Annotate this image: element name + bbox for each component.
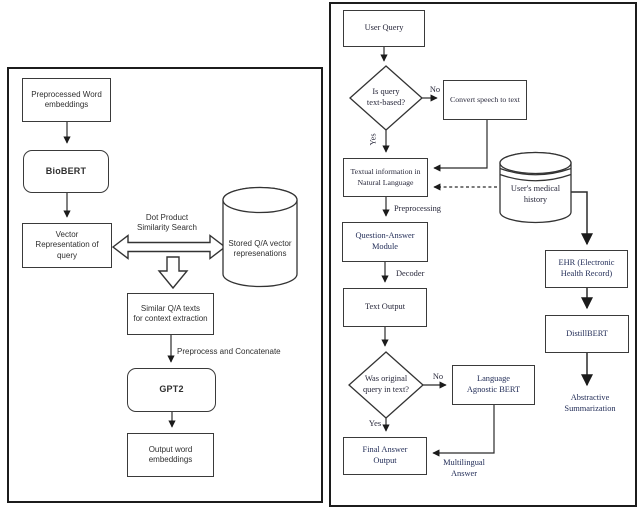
node-text-output: Text Output [343,288,427,327]
node-textual-information: Textual information in Natural Language [343,158,428,197]
label-was-original-query: Was original query in text? [362,374,410,394]
label-no-top: No [429,85,441,94]
label-multilingual-answer: Multilingual Answer [443,458,485,478]
label-dot-product-similarity-search: Dot Product Similarity Search [136,213,197,233]
node-similar-qa-texts: Similar Q/A texts for context extraction [127,293,214,335]
node-output-word-embeddings: Output word embeddings [127,433,214,477]
node-language-agnostic-bert: Language Agnostic BERT [452,365,535,405]
label-preprocessing: Preprocessing [394,204,441,213]
label-yes-bottom: Yes [368,419,382,428]
label-preprocess-and-concatenate: Preprocess and Concatenate [177,347,281,356]
node-final-answer-output: Final Answer Output [343,437,427,475]
node-ehr: EHR (Electronic Health Record) [545,250,628,288]
node-biobert: BioBERT [23,150,109,193]
label-abstractive-summarization: Abstractive Summarization [564,393,616,413]
label-decoder: Decoder [396,269,425,278]
label-users-medical-history: User's medical history [510,184,561,204]
node-user-query: User Query [343,10,425,47]
label-stored-qa-vector: Stored Q/A vector represenations [228,239,292,259]
node-preprocessed-word-embeddings: Preprocessed Word embeddings [22,78,111,122]
node-question-answer-module: Question-Answer Module [342,222,428,262]
node-gpt2: GPT2 [127,368,216,412]
node-distillbert: DistillBERT [545,315,629,353]
label-no-bottom: No [432,372,444,381]
label-yes-top: Yes [368,133,378,146]
node-convert-speech-to-text: Convert speech to text [443,80,527,120]
label-is-query-text-based: Is query text-based? [366,87,406,107]
node-vector-representation: Vector Representation of query [22,223,112,268]
